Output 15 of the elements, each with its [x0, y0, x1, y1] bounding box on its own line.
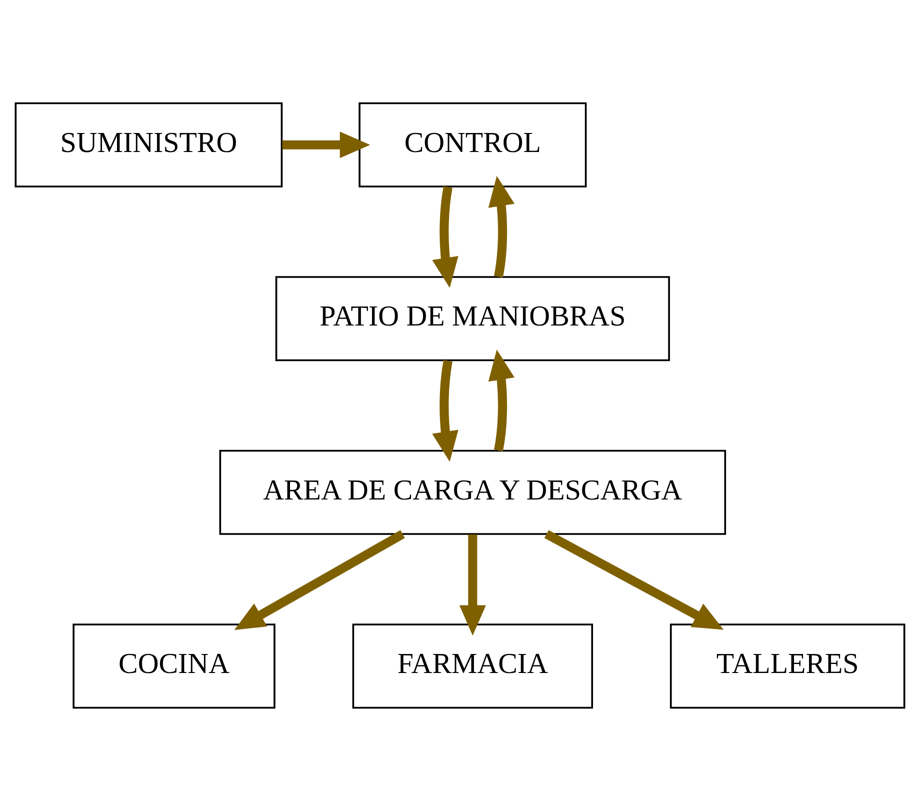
- arrow: [488, 175, 515, 278]
- arrow: [234, 530, 405, 630]
- node-box: PATIO DE MANIOBRAS: [275, 276, 670, 361]
- node-box: AREA DE CARGA Y DESCARGA: [219, 449, 726, 534]
- node-box: SUMINISTRO: [14, 102, 283, 187]
- arrow: [459, 534, 486, 636]
- arrow: [282, 131, 370, 158]
- arrow: [432, 360, 458, 462]
- node-box: FARMACIA: [352, 623, 594, 708]
- node-box: COCINA: [72, 623, 276, 708]
- node-box: CONTROL: [358, 102, 587, 187]
- node-box: TALLERES: [670, 623, 906, 708]
- arrow: [432, 186, 458, 288]
- arrow: [544, 530, 724, 630]
- arrow: [488, 349, 515, 451]
